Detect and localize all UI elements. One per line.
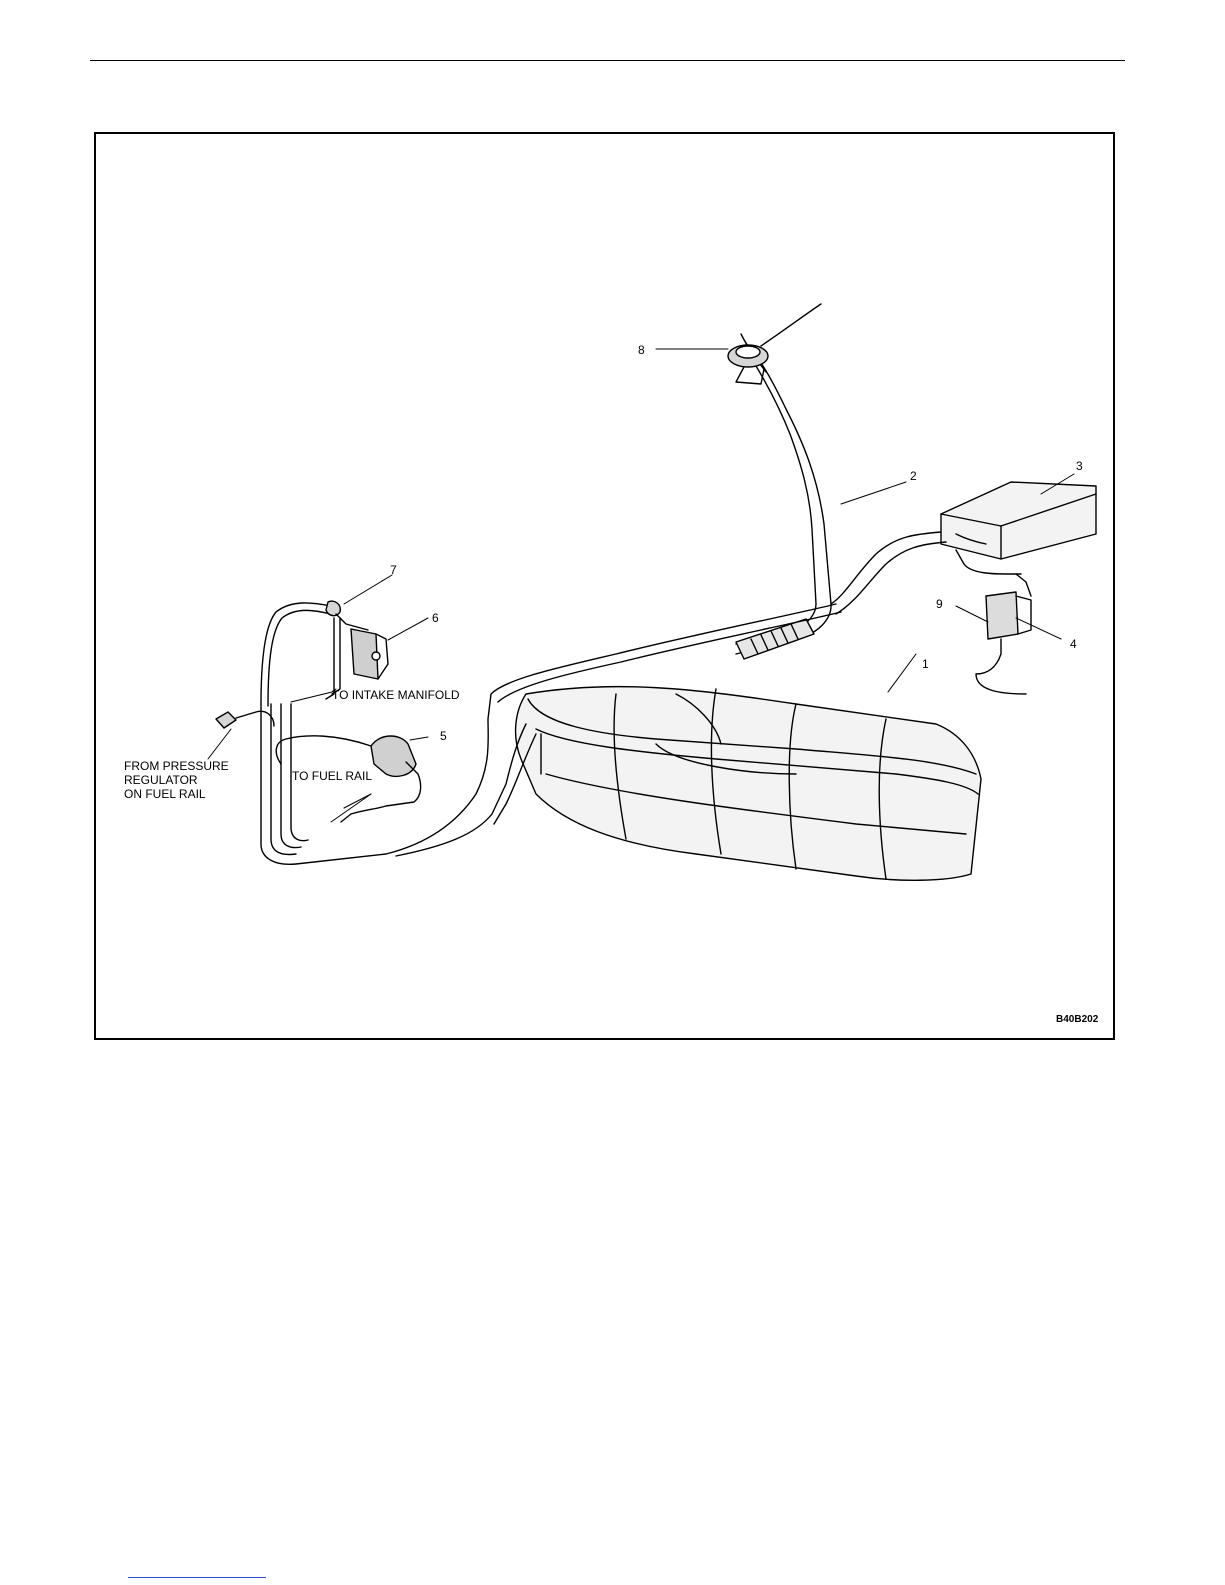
- callout-2: 2: [910, 469, 917, 483]
- note-from-pressure-line-2: REGULATOR: [124, 773, 198, 787]
- note-to-fuel-rail: TO FUEL RAIL: [292, 769, 372, 783]
- evap-canister: [941, 482, 1096, 559]
- callout-5: 5: [440, 729, 447, 743]
- callout-1: 1: [922, 657, 929, 671]
- evap-solenoid: [351, 629, 388, 679]
- callout-7: 7: [390, 563, 397, 577]
- note-to-intake-manifold: TO INTAKE MANIFOLD: [332, 688, 460, 702]
- fuel-cap: [728, 304, 821, 384]
- footer-link-underline: [128, 1577, 266, 1578]
- header-rule: [90, 60, 1125, 61]
- callout-9: 9: [936, 597, 943, 611]
- callout-6: 6: [432, 611, 439, 625]
- figure-reference: B40B202: [1056, 1014, 1099, 1025]
- purge-valve: [976, 574, 1031, 694]
- callout-8: 8: [638, 343, 645, 357]
- pressure-regulator-fitting: [216, 711, 274, 728]
- diagram-frame: 1 2 3 4 5 6 7 8 9 TO INTAKE MANIFOLD FRO…: [94, 132, 1115, 1040]
- fuel-tank: [516, 687, 981, 881]
- fuel-system-diagram: 1 2 3 4 5 6 7 8 9 TO INTAKE MANIFOLD FRO…: [96, 134, 1113, 1038]
- note-from-pressure-line-3: ON FUEL RAIL: [124, 787, 206, 801]
- note-from-pressure-line-1: FROM PRESSURE: [124, 759, 229, 773]
- callout-4: 4: [1070, 637, 1077, 651]
- callout-3: 3: [1076, 459, 1083, 473]
